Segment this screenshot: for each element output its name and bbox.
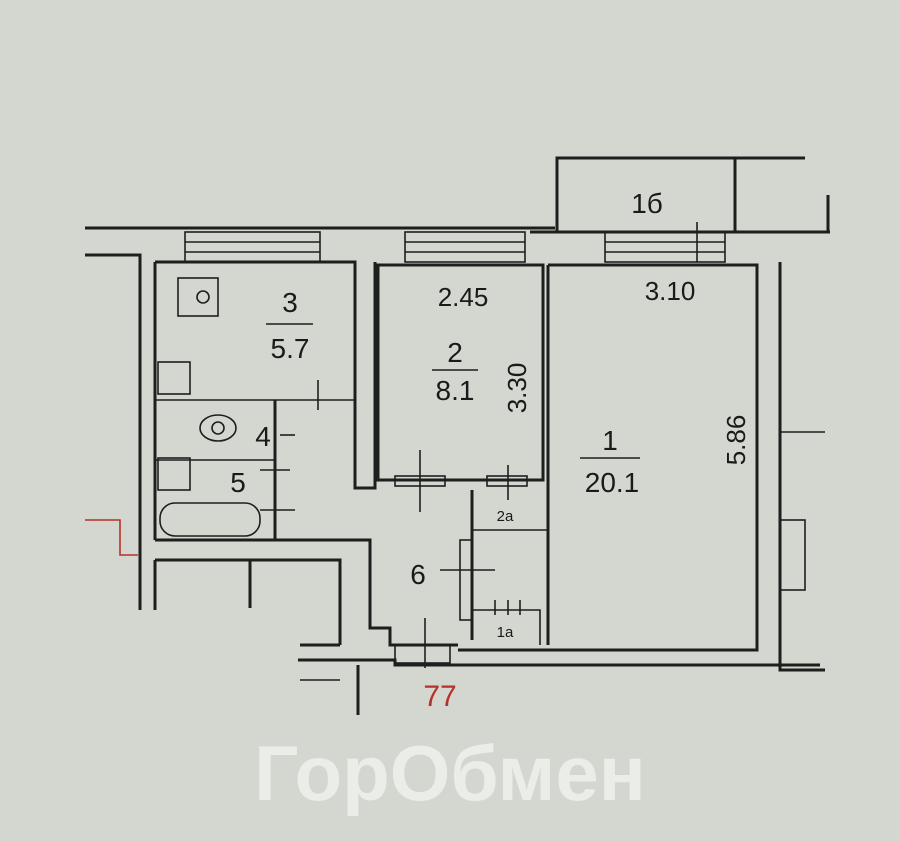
windows [184,231,806,591]
balcony-label: 1б [631,188,663,219]
room-2-length: 3.30 [502,363,532,414]
room-1-area: 20.1 [585,467,640,498]
labels: 1б 1 20.1 3.10 5.86 2 8.1 2.45 3.30 3 5.… [230,188,751,713]
room-2a-number: 2а [497,508,514,525]
room-1a-number: 1а [497,624,514,641]
watermark: ГорОбмен [254,729,646,817]
room-1-number: 1 [602,425,618,456]
room-3-number: 3 [282,287,298,318]
room-3-area: 5.7 [271,333,310,364]
room-6-number: 6 [410,559,426,590]
room-2-area: 8.1 [436,375,475,406]
room-5-number: 5 [230,467,246,498]
room-2-width: 2.45 [438,282,489,312]
room-4-number: 4 [255,421,271,452]
walls [85,156,830,715]
room-2-number: 2 [447,337,463,368]
room-1-length: 5.86 [721,415,751,466]
room-1-width: 3.10 [645,276,696,306]
balcony-1b [555,156,830,262]
watermark-text: ГорОбмен [254,729,646,817]
building-number: 77 [423,680,456,713]
